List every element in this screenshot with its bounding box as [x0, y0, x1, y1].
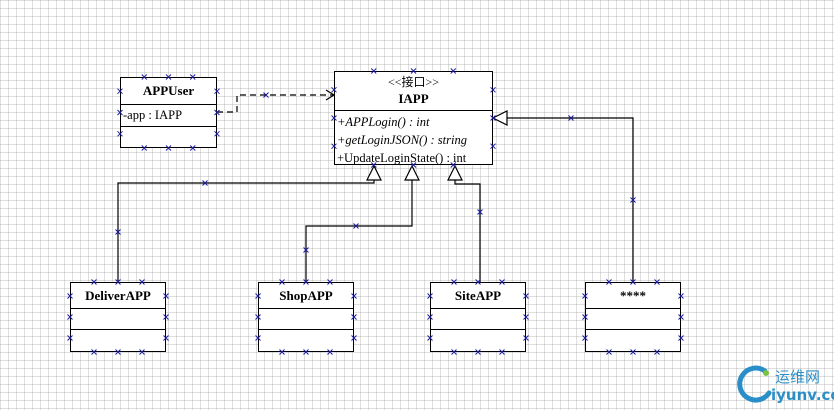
operation-section: +APPLogin() : int +getLoginJSON() : stri…: [335, 110, 492, 167]
operation-section: [586, 329, 680, 351]
realization-unnamed[interactable]: [507, 117, 634, 282]
operation-applogin: +APPLogin() : int: [337, 115, 430, 129]
class-appuser[interactable]: APPUser -app : IAPP: [120, 77, 217, 148]
class-name: APPUser: [142, 83, 195, 98]
attribute-section: [586, 308, 680, 329]
class-name: DeliverAPP: [85, 288, 151, 303]
realization-arrowhead-deliverapp: [366, 164, 382, 181]
watermark: 运维网 iyunv.com: [735, 362, 834, 408]
class-shopapp[interactable]: ShopAPP: [258, 282, 354, 352]
watermark-en-text: iyunv.com: [771, 386, 834, 404]
interface-iapp[interactable]: <<接口>> IAPP +APPLogin() : int +getLoginJ…: [334, 71, 493, 165]
interface-header: <<接口>> IAPP: [335, 72, 492, 110]
class-name: ShopAPP: [279, 288, 333, 303]
class-deliverapp[interactable]: DeliverAPP: [70, 282, 166, 352]
operation-section: [431, 329, 525, 351]
interface-name: IAPP: [398, 91, 429, 106]
class-siteapp[interactable]: SiteAPP: [430, 282, 526, 352]
realization-siteapp[interactable]: [454, 180, 481, 282]
operation-section: [121, 126, 216, 147]
realization-arrowhead-siteapp: [447, 164, 463, 181]
class-name: ****: [620, 288, 646, 303]
attribute: -app : IAPP: [123, 108, 183, 122]
realization-deliverapp[interactable]: [117, 180, 375, 282]
watermark-logo-icon: [737, 365, 772, 403]
realization-arrowhead-unnamed: [491, 110, 508, 126]
operation-updateloginstate: +UpdateLoginState() : int: [337, 151, 467, 165]
operation-section: [259, 329, 353, 351]
attribute-section: [71, 308, 165, 329]
class-name: SiteAPP: [454, 288, 502, 303]
realization-arrowhead-shopapp: [404, 164, 420, 181]
operation-getloginjson: +getLoginJSON() : string: [337, 133, 467, 147]
class-unnamed[interactable]: ****: [585, 282, 681, 352]
attribute-section: [259, 308, 353, 329]
stereotype-label: <<接口>>: [387, 75, 440, 89]
realization-shopapp[interactable]: [305, 180, 413, 282]
watermark-cn-text: 运维网: [775, 368, 821, 386]
attribute-section: -app : IAPP: [121, 104, 216, 126]
operation-section: [71, 329, 165, 351]
attribute-section: [431, 308, 525, 329]
dependency-appuser-iapp[interactable]: [217, 94, 334, 113]
